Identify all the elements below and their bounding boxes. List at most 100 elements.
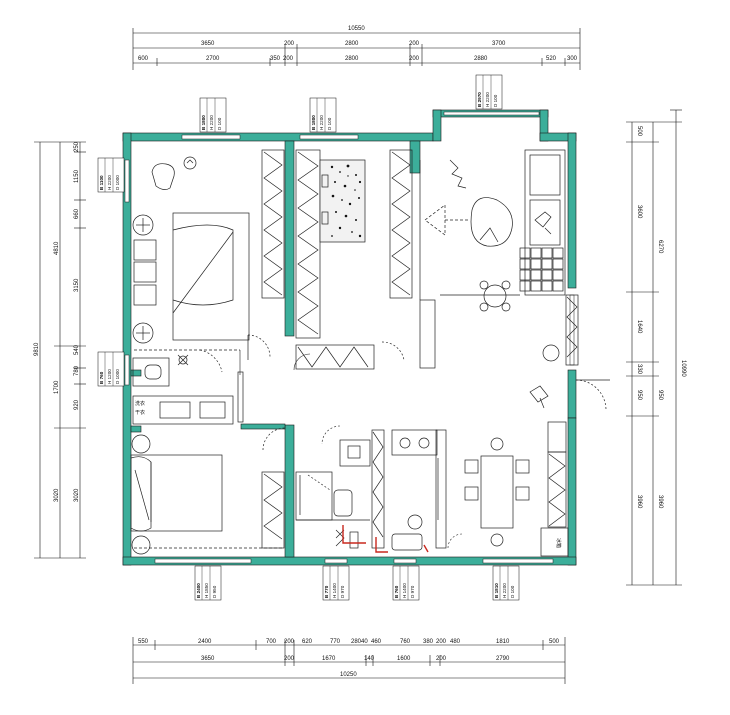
svg-text:200: 200	[409, 41, 420, 47]
svg-text:1640: 1640	[636, 320, 642, 334]
svg-text:2700: 2700	[206, 56, 220, 62]
fridge-label: 冰箱	[555, 538, 562, 548]
left-row2-dims: 250 1150 660 3150 540 780 920 3020	[74, 141, 80, 502]
window-tag-5: B 760 H 1200 D 1000	[97, 351, 125, 387]
svg-text:H 1200: H 1200	[107, 369, 112, 384]
dryer-label: 干衣	[135, 409, 145, 416]
svg-text:200: 200	[283, 56, 294, 62]
windows	[124, 111, 575, 564]
svg-text:330: 330	[636, 364, 642, 375]
left-total-dim: 9810	[34, 342, 40, 356]
right-row1-dims: 6270 950 3960	[657, 240, 663, 509]
svg-text:520: 520	[546, 56, 557, 62]
svg-text:2400: 2400	[198, 639, 212, 645]
svg-text:B 1810: B 1810	[494, 583, 499, 598]
svg-text:D 100: D 100	[217, 117, 222, 130]
svg-text:3150: 3150	[74, 278, 80, 292]
svg-text:350: 350	[270, 56, 281, 62]
svg-text:H 1400: H 1400	[402, 583, 407, 598]
top-row2-dims: 600 2700 350 200 2800 200 2880 520 300	[138, 56, 578, 62]
svg-text:920: 920	[74, 399, 80, 410]
ottoman-grid	[519, 247, 564, 292]
svg-text:600: 600	[138, 56, 149, 62]
svg-text:D 970: D 970	[410, 585, 415, 598]
svg-text:660: 660	[74, 208, 80, 219]
right-dimension-lines	[626, 109, 682, 586]
window-tag-9: B 1810 H 2200 D 100	[492, 565, 520, 601]
svg-text:250: 250	[74, 141, 80, 152]
svg-text:4810: 4810	[54, 241, 60, 255]
svg-text:780: 780	[74, 365, 80, 376]
svg-text:6270: 6270	[657, 240, 663, 254]
svg-text:760: 760	[400, 639, 411, 645]
svg-text:B 1100: B 1100	[99, 175, 104, 190]
svg-text:3650: 3650	[201, 41, 215, 47]
svg-text:1700: 1700	[54, 380, 60, 394]
svg-text:D 1000: D 1000	[115, 175, 120, 190]
svg-text:B 760: B 760	[99, 371, 104, 384]
svg-text:200: 200	[436, 656, 447, 662]
kitchen-accent	[342, 525, 429, 553]
svg-text:40: 40	[361, 639, 368, 645]
svg-text:B 2400: B 2400	[196, 583, 201, 598]
svg-text:B 770: B 770	[324, 585, 329, 598]
right-outer-dim: 10990	[680, 360, 686, 377]
svg-text:550: 550	[138, 639, 149, 645]
svg-text:950: 950	[636, 390, 642, 401]
svg-text:380: 380	[423, 639, 434, 645]
svg-text:H 2200: H 2200	[209, 115, 214, 130]
living-room	[424, 149, 610, 411]
dining-area	[464, 421, 569, 557]
svg-text:200: 200	[284, 41, 295, 47]
svg-text:540: 540	[74, 344, 80, 355]
svg-text:2800: 2800	[345, 41, 359, 47]
laundry-label: 洗衣	[135, 400, 145, 407]
svg-text:B 760: B 760	[394, 585, 399, 598]
bottom-row1-dims: 550 2400 700 200 620 770 280 40 460 760 …	[138, 639, 560, 645]
svg-text:H 2200: H 2200	[319, 115, 324, 130]
left-dimension-lines	[34, 141, 86, 559]
window-tag-7: B 770 H 1400 D 970	[322, 565, 350, 601]
svg-text:H 1850: H 1850	[204, 583, 209, 598]
top-dimension-lines	[132, 28, 581, 70]
svg-text:620: 620	[302, 639, 313, 645]
svg-text:B 1800: B 1800	[201, 115, 206, 130]
svg-text:3960: 3960	[657, 495, 663, 509]
top-row1-dims: 3650 200 2800 200 3700	[201, 41, 506, 47]
doors	[239, 350, 463, 549]
svg-text:D 100: D 100	[510, 585, 515, 598]
top-total-dim: 10550	[348, 26, 365, 32]
svg-text:140: 140	[364, 656, 375, 662]
master-bedroom	[132, 149, 285, 360]
svg-text:B 1800: B 1800	[311, 115, 316, 130]
window-tag-6: B 2400 H 1850 D 950	[194, 565, 222, 601]
left-row1-dims: 4810 1700 3020	[54, 241, 60, 502]
small-bathroom	[295, 439, 371, 549]
svg-text:2880: 2880	[474, 56, 488, 62]
svg-text:H 2200: H 2200	[485, 92, 490, 107]
svg-text:200: 200	[284, 656, 295, 662]
svg-text:3600: 3600	[636, 205, 642, 219]
terrazzo-texture	[330, 164, 362, 238]
svg-text:300: 300	[567, 56, 578, 62]
svg-text:3650: 3650	[201, 656, 215, 662]
svg-text:3960: 3960	[636, 495, 642, 509]
svg-text:200: 200	[436, 639, 447, 645]
svg-text:3700: 3700	[492, 41, 506, 47]
window-tag-2: B 1800 H 2200 D 100	[309, 97, 337, 133]
svg-text:D 950: D 950	[212, 585, 217, 598]
window-tag-1: B 1800 H 2200 D 100	[199, 97, 227, 133]
svg-text:700: 700	[266, 639, 277, 645]
svg-text:D 100: D 100	[327, 117, 332, 130]
svg-text:950: 950	[657, 390, 663, 401]
svg-text:2800: 2800	[345, 56, 359, 62]
svg-text:500: 500	[636, 126, 642, 137]
svg-text:H 2200: H 2200	[502, 583, 507, 598]
svg-text:D 970: D 970	[340, 585, 345, 598]
svg-text:3020: 3020	[74, 488, 80, 502]
svg-text:D 1000: D 1000	[115, 369, 120, 384]
second-bedroom	[130, 427, 286, 555]
svg-text:1150: 1150	[74, 169, 80, 183]
svg-text:2790: 2790	[496, 656, 510, 662]
